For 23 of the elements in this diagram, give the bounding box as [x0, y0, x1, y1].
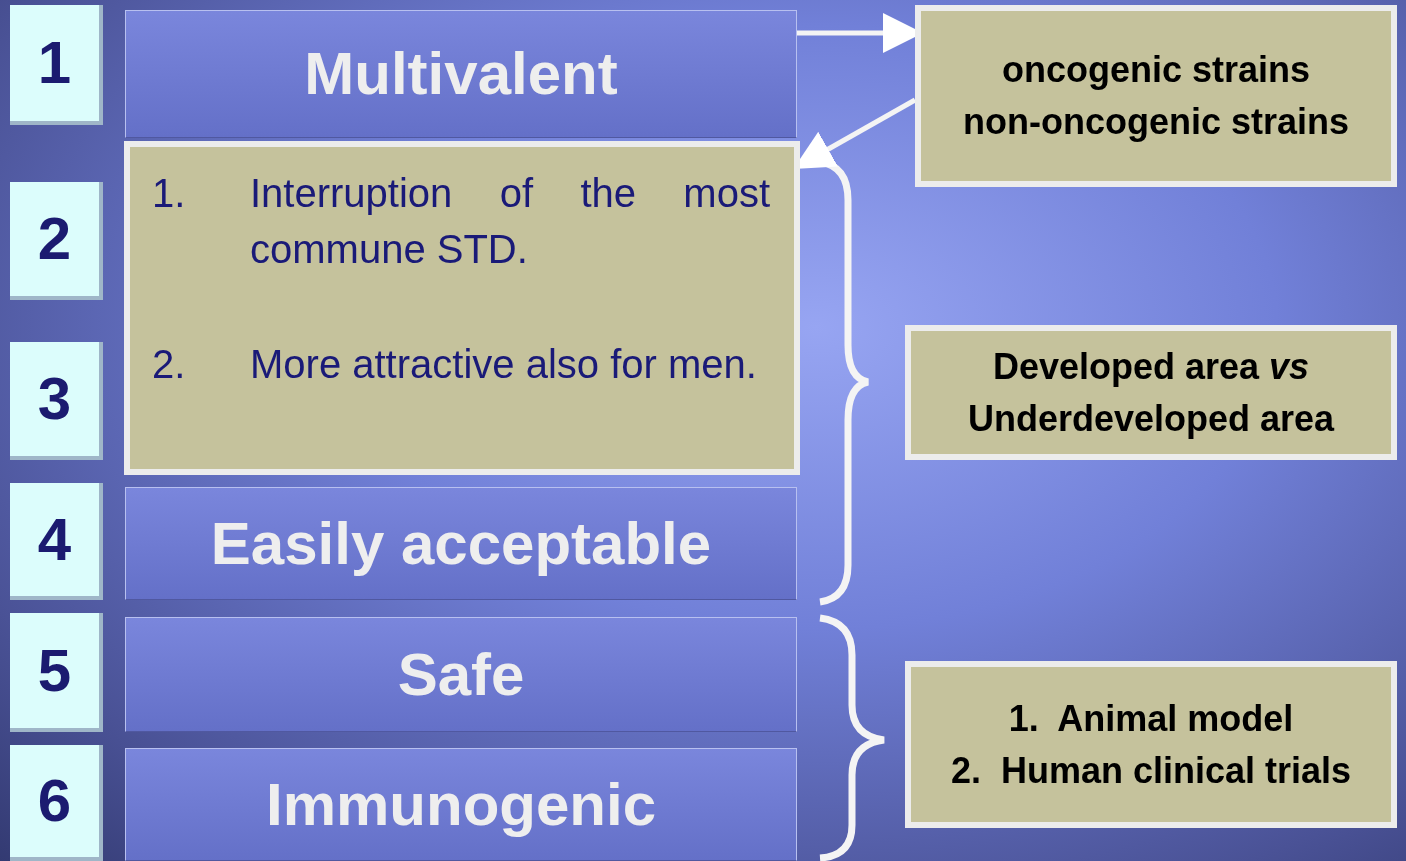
note-box	[905, 661, 1397, 828]
list-text: More attractive also for men.	[250, 341, 757, 388]
number-tile: 1	[10, 5, 103, 125]
list-number: 1.	[152, 170, 187, 217]
list-text: Interruption of the most commune STD.	[250, 170, 770, 273]
note-text: 2. Human clinical trials	[950, 748, 1352, 793]
note-text: Developed area vs Underdeveloped area	[966, 344, 1336, 441]
note-box	[905, 325, 1397, 460]
number-tile: 3	[10, 342, 103, 460]
number-tile: 5	[10, 613, 103, 732]
note-text: 1. Animal model	[1008, 696, 1294, 741]
list-number: 2.	[152, 341, 187, 388]
heading-band: Multivalent	[125, 10, 797, 138]
number-tile: 6	[10, 745, 103, 861]
heading-band: Safe	[125, 617, 797, 732]
note-text: non-oncogenic strains	[962, 100, 1349, 144]
number-tile: 4	[10, 483, 103, 600]
heading-band: Easily acceptable	[125, 487, 797, 600]
note-box	[915, 5, 1397, 187]
text-panel	[124, 141, 800, 475]
note-text: oncogenic strains	[1001, 48, 1311, 92]
heading-band: Immunogenic	[125, 748, 797, 861]
number-tile: 2	[10, 182, 103, 300]
